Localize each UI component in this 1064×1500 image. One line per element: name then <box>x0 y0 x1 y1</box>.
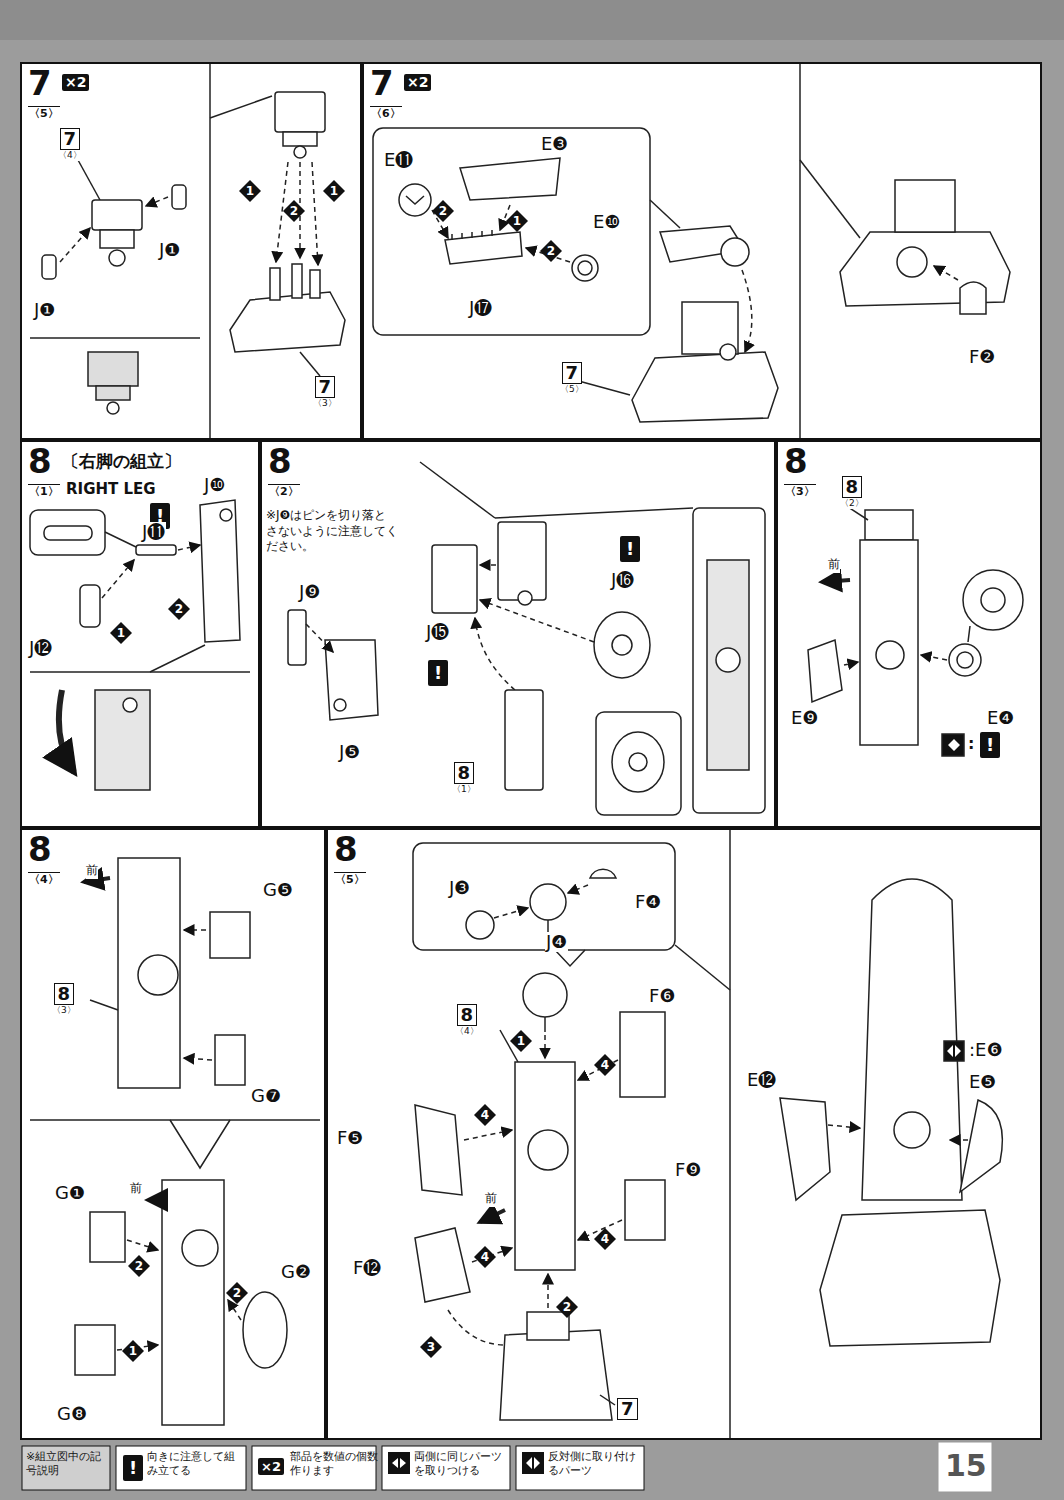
part-name: F⓬ <box>352 1258 382 1278</box>
reference-number: 7 <box>60 128 81 150</box>
step-text: ×2 <box>404 74 431 91</box>
step-text: ×2 <box>62 74 89 91</box>
part-name: E❺ <box>968 1072 998 1092</box>
part-name: F❹ <box>634 892 663 912</box>
step-text: 〈1〉 <box>28 484 60 498</box>
part-name: J⓯ <box>425 622 450 642</box>
symbol-text: : <box>968 734 974 753</box>
reference-number: 8 <box>842 476 863 498</box>
part-name: G❷ <box>280 1262 312 1282</box>
step-text: RIGHT LEG <box>66 480 156 498</box>
legend-text: 向きに注意して組み立てる <box>147 1450 239 1479</box>
step-number: 7 <box>370 66 394 100</box>
caution-icon: ! <box>123 1455 143 1481</box>
part-name: J❶ <box>33 300 56 320</box>
step-text: 〈5〉 <box>334 872 366 886</box>
step-text: 〔右脚の組立〕 <box>62 450 181 473</box>
reference-number: 8 <box>454 762 475 784</box>
reference-substep: 〈5〉 <box>560 384 584 395</box>
front-marker: 前 <box>485 1190 497 1207</box>
reference-number: 8 <box>54 983 75 1005</box>
reference-substep: 〈4〉 <box>455 1026 479 1037</box>
step-panel: 8〈4〉8〈3〉 <box>20 828 326 1440</box>
reference-number: 7 <box>315 376 336 398</box>
step-panel: 7×2〈5〉7〈4〉7〈3〉 <box>20 62 362 440</box>
step-number: 8 <box>268 444 292 478</box>
step-text: 〈3〉 <box>784 484 816 498</box>
part-name: J⓫ <box>141 522 166 542</box>
part-name: E❾ <box>790 708 820 728</box>
part-name: J❿ <box>203 475 226 495</box>
page-number: 15 <box>945 1448 987 1483</box>
step-panel: 8〈2〉8〈1〉 <box>260 440 776 828</box>
step-text: 〈5〉 <box>28 106 60 120</box>
step-number: 7 <box>28 66 52 100</box>
part-name: E⓫ <box>383 150 414 170</box>
part-name: G❼ <box>250 1086 282 1106</box>
part-name: J❾ <box>298 582 321 602</box>
step-text: 〈4〉 <box>28 872 60 886</box>
reference-substep: 〈3〉 <box>52 1005 76 1016</box>
part-name: :E❻ <box>968 1040 1004 1060</box>
step-number: 8 <box>28 444 52 478</box>
legend-text: 両側に同じパーツを取りつける <box>414 1450 506 1479</box>
step-text: 〈2〉 <box>268 484 300 498</box>
step-panel: 7×2〈6〉7〈5〉 <box>362 62 1042 440</box>
part-name: J❺ <box>338 742 361 762</box>
part-name: J⓬ <box>28 638 53 658</box>
reference-substep: 〈2〉 <box>840 498 864 509</box>
part-name: E❹ <box>986 708 1016 728</box>
reference-box: 7〈5〉 <box>560 362 584 395</box>
step-number: 8 <box>784 444 808 478</box>
reference-box: 7〈3〉 <box>313 376 337 409</box>
caution-icon: ! <box>980 732 1000 758</box>
reference-box: 8〈4〉 <box>455 1004 479 1037</box>
caution-icon: ! <box>428 660 448 686</box>
reference-number: 7 <box>562 362 583 384</box>
step-panel: 8 〔右脚の組立〕〈1〉 RIGHT LEG <box>20 440 260 828</box>
reference-number: 8 <box>457 1004 478 1026</box>
part-name: E❸ <box>540 134 570 154</box>
reference-substep: 〈4〉 <box>58 150 82 161</box>
reference-substep: 〈1〉 <box>452 784 476 795</box>
reference-box: 8〈1〉 <box>452 762 476 795</box>
front-marker: 前 <box>130 1180 142 1197</box>
reference-substep: 〈3〉 <box>313 398 337 409</box>
step-panel: 8〈3〉8〈2〉 <box>776 440 1042 828</box>
legend-text: 部品を数値の個数作ります <box>290 1450 382 1479</box>
step-number: 8 <box>28 832 52 866</box>
part-name: J❸ <box>448 878 471 898</box>
front-marker: 前 <box>86 862 98 879</box>
part-name: G❺ <box>262 880 294 900</box>
part-name: J⓰ <box>610 570 635 590</box>
part-name: E⓬ <box>746 1070 777 1090</box>
part-name: F❷ <box>968 347 997 367</box>
part-name: J❶ <box>158 240 181 260</box>
step-number: 8 <box>334 832 358 866</box>
part-name: G❶ <box>54 1183 86 1203</box>
part-name: F❺ <box>336 1128 365 1148</box>
part-name: F❾ <box>674 1160 703 1180</box>
reference-box: 7〈4〉 <box>58 128 82 161</box>
legend-heading: ※組立図中の記号説明 <box>26 1450 106 1479</box>
quantity-icon: ×2 <box>258 1458 284 1475</box>
front-marker: 前 <box>828 556 840 573</box>
caution-note: ※J❾はピンを切り落とさないように注意してください。 <box>266 508 398 555</box>
legend-text: 反対側に取り付けるパーツ <box>548 1450 640 1479</box>
reference-box: 8〈3〉 <box>52 983 76 1016</box>
part-name: F❻ <box>648 986 677 1006</box>
reference-box: 8〈2〉 <box>840 476 864 509</box>
step-text: 〈6〉 <box>370 106 402 120</box>
part-name: J❹ <box>545 932 568 952</box>
part-name: E❿ <box>592 212 622 232</box>
reference-box: 7 <box>617 1398 638 1420</box>
part-name: J⓱ <box>468 298 493 318</box>
part-name: G❽ <box>56 1404 88 1424</box>
caution-icon: ! <box>620 536 640 562</box>
reference-number: 7 <box>617 1398 638 1420</box>
